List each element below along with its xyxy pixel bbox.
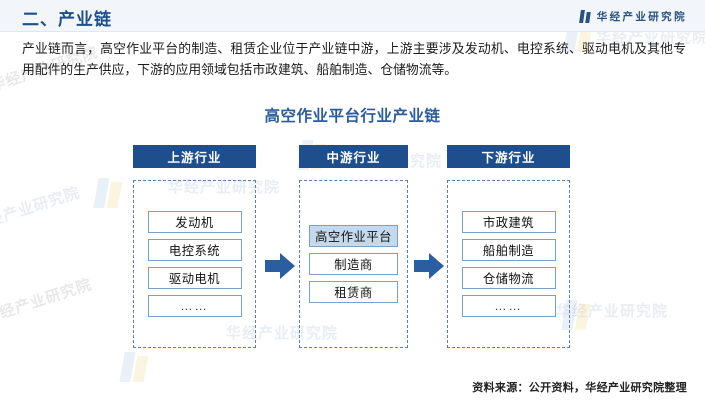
chart-title: 高空作业平台行业产业链 — [264, 108, 441, 125]
column-body-upstream: 发动机 电控系统 驱动电机 …… — [133, 180, 256, 348]
chain-item-ellipsis: …… — [147, 295, 242, 317]
intro-paragraph: 产业链而言，高空作业平台的制造、租赁企业位于产业链中游，上游主要涉及发动机、电控… — [22, 41, 686, 77]
brand-name: 华经产业研究院 — [596, 11, 687, 23]
chain-item: 租赁商 — [309, 281, 398, 303]
column-downstream: 下游行业 市政建筑 船舶制造 仓储物流 …… — [447, 145, 570, 348]
chain-item: 仓储物流 — [461, 267, 556, 289]
column-header-upstream: 上游行业 — [133, 145, 256, 168]
brand-badge: 华经产业研究院 — [578, 9, 687, 24]
chain-item: 制造商 — [309, 253, 398, 275]
chain-item-highlighted: 高空作业平台 — [309, 225, 398, 247]
chain-item: 市政建筑 — [461, 211, 556, 233]
column-header-midstream: 中游行业 — [299, 145, 408, 168]
chain-item: 发动机 — [147, 211, 242, 233]
column-midstream: 中游行业 高空作业平台 制造商 租赁商 — [299, 145, 408, 348]
chain-item-ellipsis: …… — [461, 295, 556, 317]
right-arrow-icon — [265, 253, 295, 279]
chain-item: 船舶制造 — [461, 239, 556, 261]
column-body-midstream: 高空作业平台 制造商 租赁商 — [299, 180, 408, 348]
right-arrow-icon — [414, 253, 444, 279]
source-attribution: 资料来源：公开资料，华经产业研究院整理 — [472, 382, 687, 394]
chain-item: 驱动电机 — [147, 267, 242, 289]
page-title: 二、产业链 — [22, 10, 112, 29]
column-header-downstream: 下游行业 — [447, 145, 570, 168]
chain-item: 电控系统 — [147, 239, 242, 261]
header-divider — [0, 31, 705, 32]
column-upstream: 上游行业 发动机 电控系统 驱动电机 …… — [133, 145, 256, 348]
column-body-downstream: 市政建筑 船舶制造 仓储物流 …… — [447, 180, 570, 348]
